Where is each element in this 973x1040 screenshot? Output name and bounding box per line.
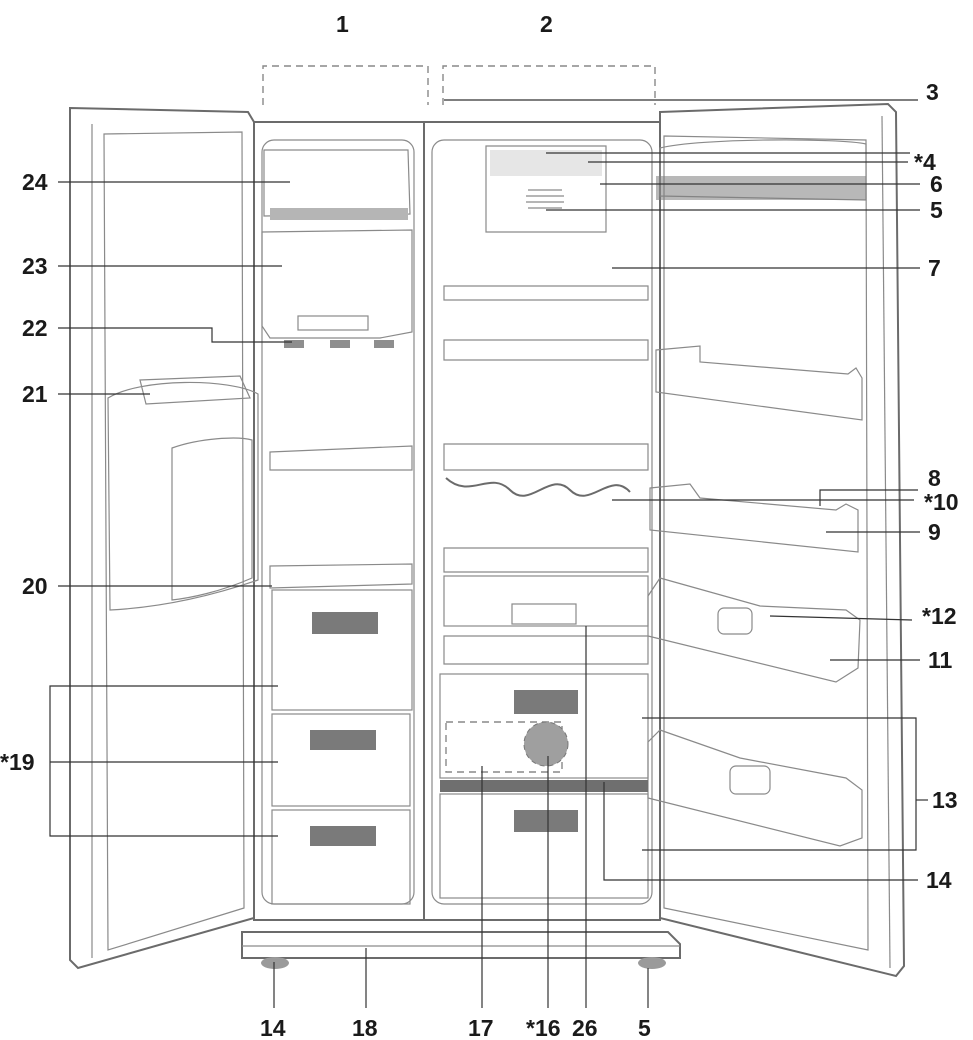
callout-10: *10 [924, 489, 959, 515]
callout-14-bottom: 14 [260, 1015, 286, 1040]
callout-13: 13 [932, 787, 958, 813]
callout-2: 2 [540, 11, 553, 37]
callout-11: 11 [928, 647, 953, 673]
callout-12: *12 [922, 603, 957, 629]
callout-22: 22 [22, 315, 48, 341]
callout-4: *4 [914, 149, 936, 175]
callout-3: 3 [926, 79, 939, 105]
fridge-contents [439, 145, 649, 899]
callout-20: 20 [22, 573, 48, 599]
callout-6: 6 [930, 171, 943, 197]
cabinet [241, 121, 681, 969]
callout-9: 9 [928, 519, 941, 545]
callout-16: *16 [526, 1015, 561, 1040]
leader-lines [49, 99, 928, 1008]
callout-5-bottom: 5 [638, 1015, 651, 1040]
callout-7: 7 [928, 255, 941, 281]
callout-1: 1 [336, 11, 349, 37]
callout-19: *19 [0, 749, 35, 775]
callout-5-top: 5 [930, 197, 943, 223]
callout-14-right: 14 [926, 867, 952, 893]
callout-17: 17 [468, 1015, 494, 1040]
freezer-contents [261, 149, 413, 905]
callout-8: 8 [928, 465, 941, 491]
callout-26: 26 [572, 1015, 598, 1040]
callout-labels: 1 2 3 *4 6 5 7 8 *10 9 *12 11 13 14 24 2… [0, 11, 959, 1040]
callout-24: 24 [22, 169, 48, 195]
callout-18: 18 [352, 1015, 378, 1040]
callout-23: 23 [22, 253, 48, 279]
freezer-door [69, 106, 259, 970]
callout-21: 21 [22, 381, 48, 407]
compartment-brackets [262, 65, 656, 105]
fridge-door [647, 102, 906, 978]
